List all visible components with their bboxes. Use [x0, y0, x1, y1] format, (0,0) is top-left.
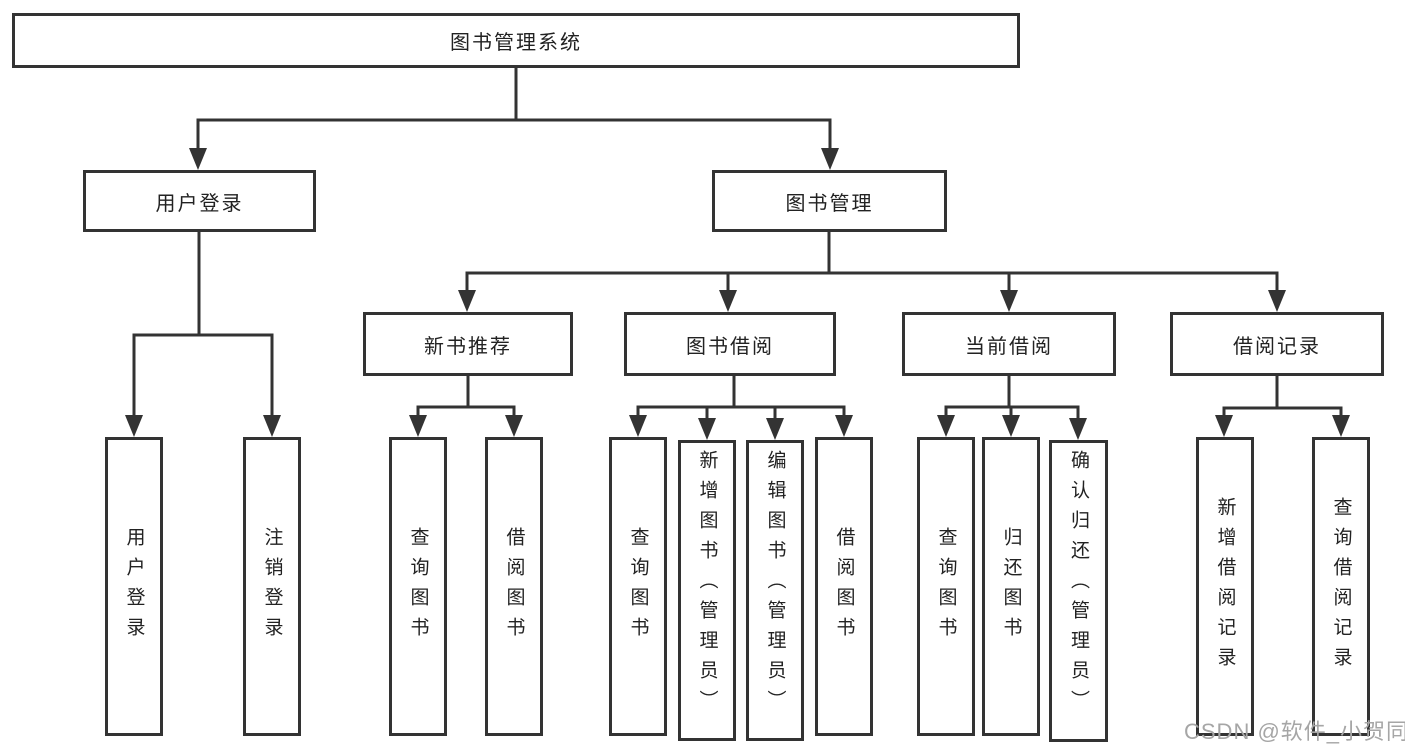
leaf-cb-confirm-return-admin: 确认归还（管理员） — [1049, 440, 1108, 742]
connector-group — [409, 374, 523, 437]
arrowhead-down-icon — [719, 290, 737, 312]
node-book-borrow: 图书借阅 — [624, 312, 836, 376]
node-label: 借阅记录 — [1233, 335, 1321, 358]
node-label: 图书借阅 — [686, 335, 774, 358]
arrowhead-down-icon — [1332, 415, 1350, 437]
node-label: 图书管理 — [785, 192, 874, 215]
arrowhead-down-icon — [1268, 290, 1286, 312]
leaf-cb-return-books: 归还图书 — [982, 437, 1040, 736]
arrowhead-down-icon — [766, 418, 784, 440]
leaf-bb-edit-books-admin: 编辑图书（管理员） — [746, 440, 804, 741]
node-label: 图书管理系统 — [450, 32, 582, 54]
leaf-label: 新增借阅记录 — [1214, 496, 1236, 677]
leaf-nbr-query-books: 查询图书 — [389, 437, 447, 736]
connector-group — [125, 230, 281, 437]
connector-group — [189, 66, 839, 170]
leaf-bb-add-books-admin: 新增图书（管理员） — [678, 440, 736, 741]
arrowhead-down-icon — [1215, 415, 1233, 437]
node-borrow-records: 借阅记录 — [1170, 312, 1384, 376]
arrowhead-down-icon — [458, 290, 476, 312]
leaf-user-login: 用户登录 — [105, 437, 163, 736]
leaf-label: 查询图书 — [627, 526, 649, 647]
leaf-cb-query-books: 查询图书 — [917, 437, 975, 736]
arrowhead-down-icon — [263, 415, 281, 437]
node-label: 用户登录 — [155, 192, 244, 215]
leaf-label: 查询图书 — [935, 526, 957, 647]
arrowhead-down-icon — [1069, 418, 1087, 440]
arrowhead-down-icon — [125, 415, 143, 437]
node-library-system: 图书管理系统 — [12, 13, 1020, 68]
arrowhead-down-icon — [629, 415, 647, 437]
connector-group — [458, 230, 1286, 312]
leaf-br-query-record: 查询借阅记录 — [1312, 437, 1370, 736]
leaf-label: 用户登录 — [123, 526, 145, 647]
arrowhead-down-icon — [189, 148, 207, 170]
node-user-login: 用户登录 — [83, 170, 316, 232]
connector-group — [629, 374, 853, 440]
node-current-borrow: 当前借阅 — [902, 312, 1116, 376]
leaf-bb-borrow-books: 借阅图书 — [815, 437, 873, 736]
arrowhead-down-icon — [698, 418, 716, 440]
arrowhead-down-icon — [835, 415, 853, 437]
leaf-label: 编辑图书（管理员） — [764, 450, 786, 720]
arrowhead-down-icon — [1000, 290, 1018, 312]
leaf-nbr-borrow-books: 借阅图书 — [485, 437, 543, 736]
arrowhead-down-icon — [1002, 415, 1020, 437]
node-new-book-recommend: 新书推荐 — [363, 312, 573, 376]
leaf-br-add-record: 新增借阅记录 — [1196, 437, 1254, 736]
node-book-management: 图书管理 — [712, 170, 947, 232]
arrowhead-down-icon — [937, 415, 955, 437]
node-label: 新书推荐 — [424, 335, 512, 358]
leaf-label: 归还图书 — [1000, 526, 1022, 647]
leaf-label: 确认归还（管理员） — [1068, 450, 1089, 720]
node-label: 当前借阅 — [965, 335, 1053, 358]
leaf-label: 查询借阅记录 — [1330, 496, 1352, 677]
connector-group — [1215, 374, 1350, 437]
leaf-label: 新增图书（管理员） — [696, 450, 718, 720]
arrowhead-down-icon — [505, 415, 523, 437]
leaf-label: 借阅图书 — [503, 526, 525, 647]
leaf-label: 借阅图书 — [833, 526, 855, 647]
connector-group — [937, 374, 1087, 440]
leaf-label: 查询图书 — [407, 526, 429, 647]
leaf-bb-query-books: 查询图书 — [609, 437, 667, 736]
leaf-label: 注销登录 — [261, 526, 283, 647]
arrowhead-down-icon — [821, 148, 839, 170]
leaf-logout: 注销登录 — [243, 437, 301, 736]
csdn-watermark: CSDN @软件_小贺同学 — [1184, 719, 1405, 744]
arrowhead-down-icon — [409, 415, 427, 437]
